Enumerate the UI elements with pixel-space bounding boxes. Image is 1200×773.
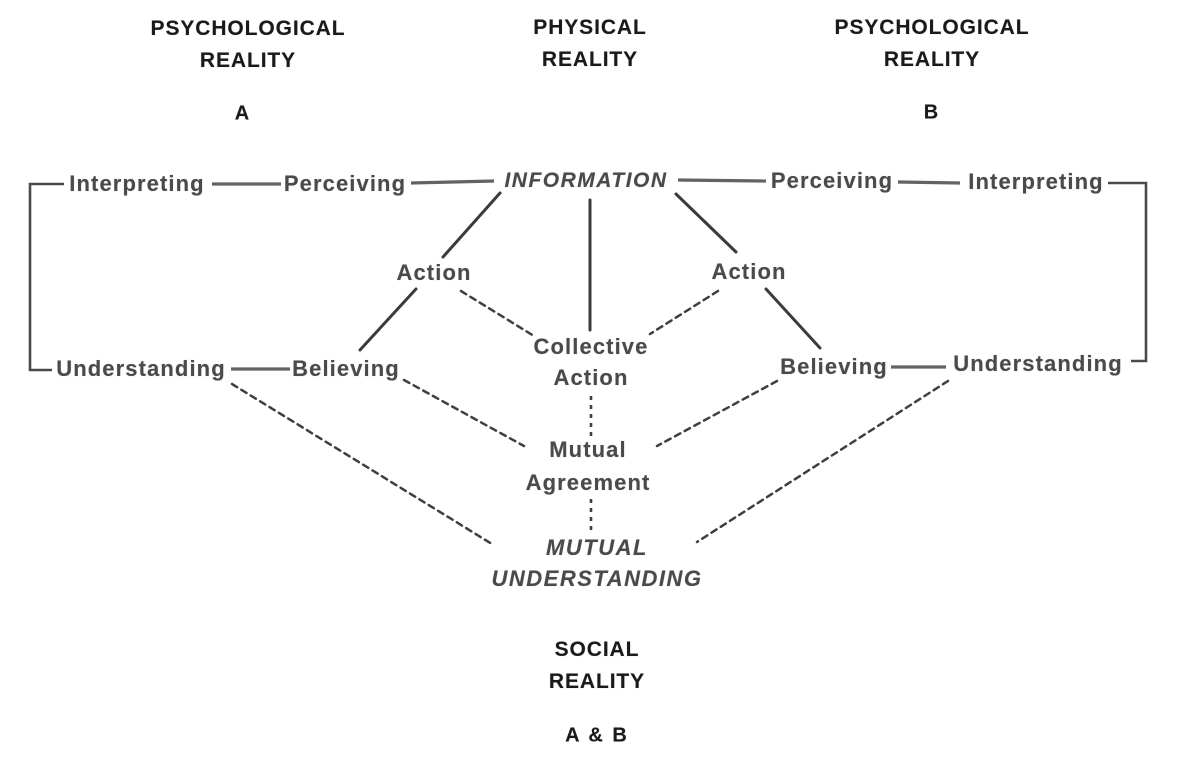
edge-action-b-believing-b [764, 287, 822, 350]
node-mutual-understanding-line2: UNDERSTANDING [491, 566, 703, 591]
header-physical-line1: PHYSICAL [533, 16, 647, 39]
node-mutual-agreement-line1: Mutual [549, 437, 627, 462]
node-mutual-agreement-line2: Agreement [525, 470, 651, 495]
header-psychological-b-line1: PSYCHOLOGICAL [834, 16, 1030, 39]
edge-understanding-a-mutual-understanding [230, 382, 494, 546]
header-label-b: B [923, 101, 941, 124]
edge-action-a-collective-action [459, 289, 536, 338]
node-mutual-agreement: Mutual Agreement [526, 433, 651, 499]
node-mutual-understanding: MUTUAL UNDERSTANDING [492, 532, 703, 594]
node-collective-action-line2: Action [553, 365, 629, 390]
header-psychological-a-line1: PSYCHOLOGICAL [150, 17, 346, 40]
edge-information-action-b [674, 192, 738, 254]
node-information: INFORMATION [504, 169, 668, 192]
node-interpreting-a: Interpreting [69, 171, 205, 196]
edge-perceiving-a-information [410, 179, 495, 185]
edge-action-b-collective-action [648, 289, 720, 336]
header-label-a: A [234, 102, 252, 125]
header-psychological-reality-a: PSYCHOLOGICAL REALITY [151, 13, 346, 77]
edge-believing-b-mutual-agreement [655, 379, 779, 448]
header-physical-reality: PHYSICAL REALITY [533, 12, 646, 76]
header-social-reality: SOCIAL REALITY [549, 634, 645, 698]
edge-perceiving-b-interpreting-b [897, 180, 961, 185]
node-action-b: Action [711, 259, 787, 284]
node-believing-a: Believing [292, 356, 400, 381]
node-perceiving-b: Perceiving [770, 168, 894, 193]
header-psychological-a-line2: REALITY [199, 49, 297, 72]
node-understanding-a: Understanding [56, 356, 226, 381]
node-action-a: Action [396, 260, 472, 285]
edge-understanding-b-mutual-understanding [695, 379, 950, 544]
header-social-line2: REALITY [548, 670, 646, 693]
node-believing-b: Believing [780, 354, 888, 379]
header-psychological-b-line2: REALITY [883, 48, 981, 71]
edge-believing-a-mutual-agreement [402, 378, 526, 448]
header-psychological-reality-b: PSYCHOLOGICAL REALITY [835, 12, 1030, 76]
node-collective-action-line1: Collective [533, 334, 649, 359]
node-collective-action: Collective Action [534, 331, 649, 393]
edge-bracket-interpreting-b-understanding-b [1108, 181, 1148, 363]
edge-bracket-interpreting-a-understanding-a [28, 182, 64, 372]
header-social-line1: SOCIAL [554, 638, 640, 661]
node-mutual-understanding-line1: MUTUAL [546, 535, 648, 560]
node-perceiving-a: Perceiving [283, 171, 407, 196]
node-interpreting-b: Interpreting [968, 169, 1104, 194]
edge-information-action-a [441, 191, 502, 259]
header-physical-line2: REALITY [541, 48, 639, 71]
edge-information-perceiving-b [677, 178, 767, 183]
edge-action-a-believing-a [358, 287, 418, 352]
header-label-a-and-b: A & B [565, 724, 629, 747]
node-understanding-b: Understanding [953, 351, 1123, 376]
